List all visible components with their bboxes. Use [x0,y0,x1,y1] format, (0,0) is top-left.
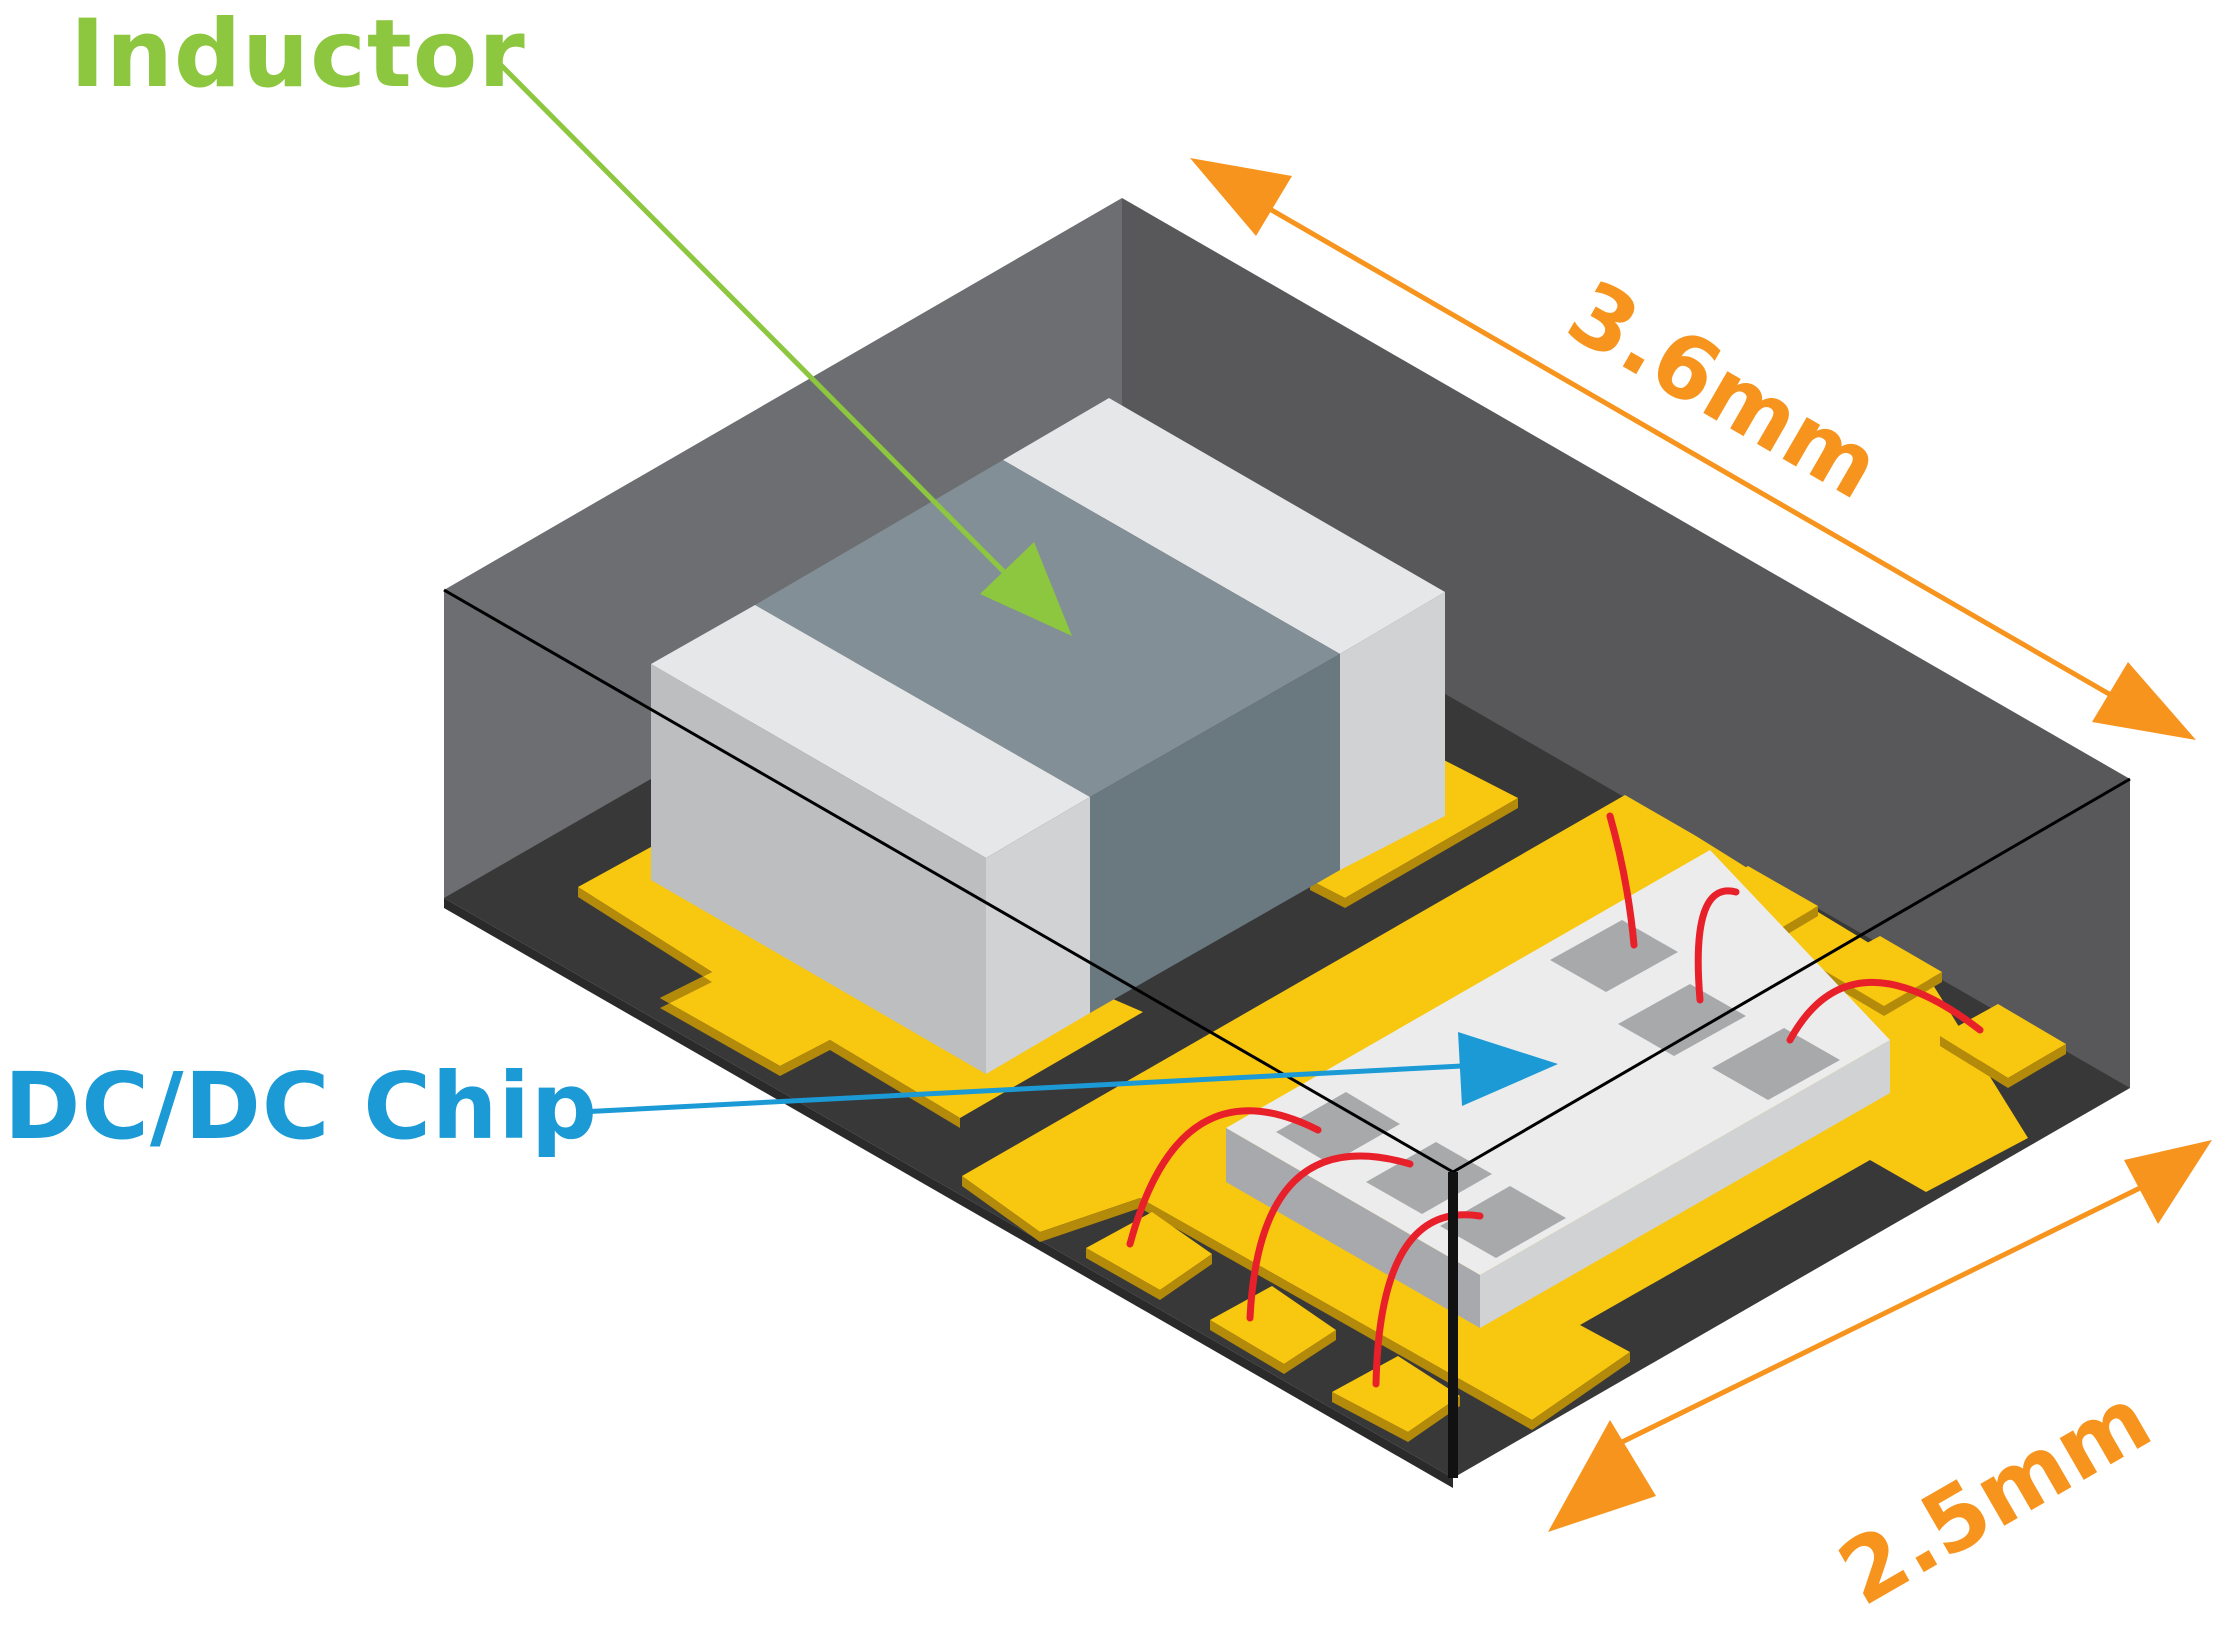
inductor-top-cap-left [651,605,1090,858]
inductor-top-body [755,460,1340,797]
bond-wire [1606,812,1638,949]
die-pad [1366,1142,1492,1214]
pad-bottom-left-1 [1086,1212,1212,1290]
mold-front-edge-cut [1448,1172,1458,1478]
arrow-head-icon [1548,1420,1656,1532]
pad-bottom-left-3 [1332,1356,1460,1432]
dcdc-chip [1226,850,1890,1328]
inductor-label: Inductor [70,0,526,109]
die-pad [1618,984,1746,1056]
inductor-front-cap [651,664,986,1074]
pad-bottom-left-2 [1210,1286,1336,1364]
inductor-end-right [1340,592,1445,870]
arrow-head-icon [1190,158,1292,236]
die-pad [1550,920,1678,992]
inductor [651,398,1445,1074]
dimension-arrow-width [1548,1140,2212,1532]
bond-wire [1126,1107,1322,1248]
inductor-end-left-side [986,797,1090,1074]
die-pad [1712,1028,1840,1100]
bond-wire [1246,1152,1414,1322]
bond-wire [1694,887,1740,1004]
inductor-top-cap-right [1003,398,1445,654]
chip-right-side [1480,1040,1890,1328]
arrow-head-icon [2124,1140,2212,1224]
inductor-side-body [1090,654,1340,1013]
substrate-front-edge [444,898,1453,1488]
bond-wires [1126,812,1984,1388]
dimension-arrow-length [1190,158,2196,740]
dcdc-chip-label: DC/DC Chip [4,1053,598,1160]
die-pad [1440,1186,1566,1258]
chip-arrow-head [1458,1032,1558,1106]
bond-wire [1786,978,1984,1044]
die-pad [1276,1092,1400,1164]
inductor-arrow-head [980,542,1072,636]
inductor-callout [486,50,1072,636]
package-diagram [443,50,2212,1532]
chip-callout [579,1032,1558,1115]
chip-front-side [1226,1128,1480,1328]
arrow-head-icon [2092,662,2196,740]
